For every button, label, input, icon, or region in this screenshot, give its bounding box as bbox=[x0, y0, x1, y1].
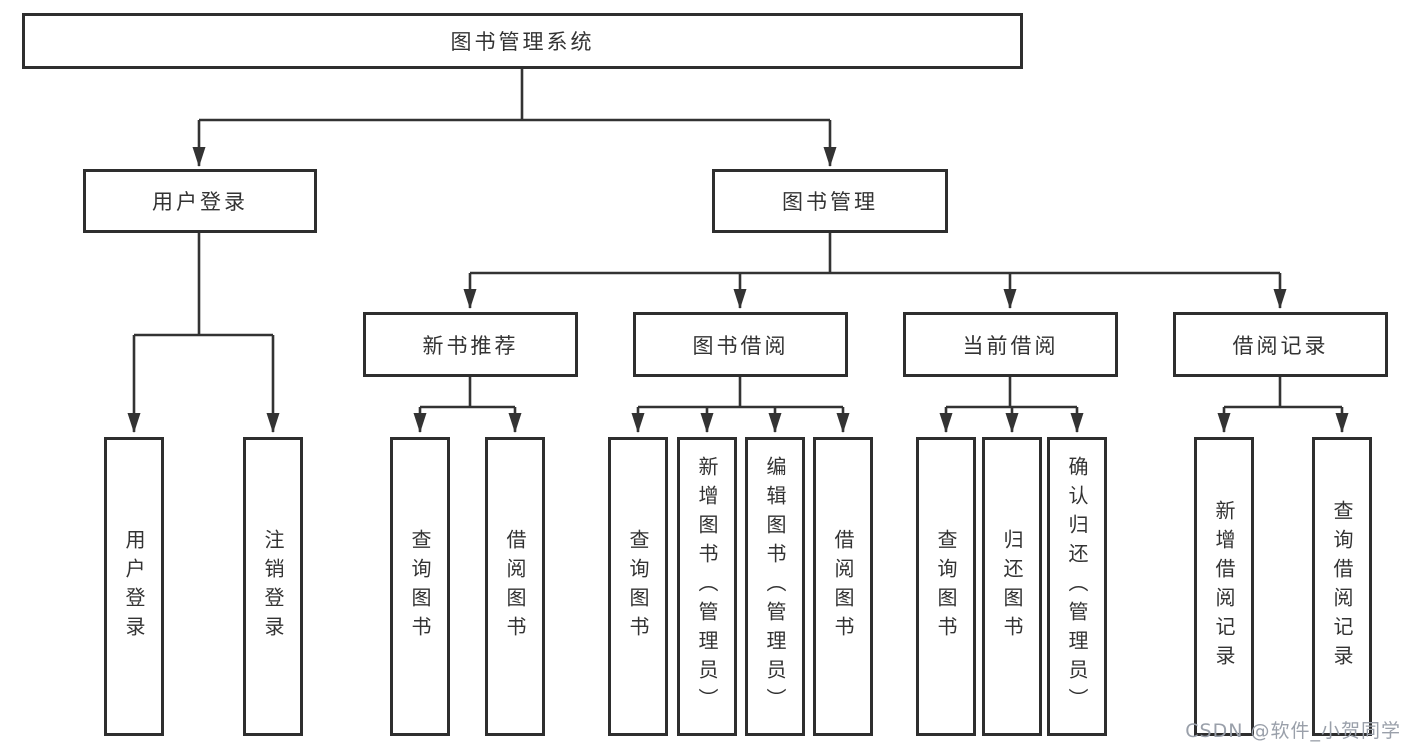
leaf-label: 新增借阅记录 bbox=[1212, 499, 1236, 674]
leaf-add-books-admin: 新增图书（管理员） bbox=[677, 437, 737, 736]
leaf-label: 用户登录 bbox=[122, 528, 146, 645]
leaf-label: 查询图书 bbox=[934, 528, 958, 645]
leaf-add-borrow-record: 新增借阅记录 bbox=[1194, 437, 1254, 736]
leaf-logout: 注销登录 bbox=[243, 437, 303, 736]
leaf-label: 借阅图书 bbox=[831, 528, 855, 645]
leaf-label: 查询图书 bbox=[626, 528, 650, 645]
leaf-label: 新增图书（管理员） bbox=[695, 456, 719, 717]
node-book-borrow: 图书借阅 bbox=[633, 312, 848, 377]
leaf-query-books-borrow: 查询图书 bbox=[608, 437, 668, 736]
leaf-query-books-current: 查询图书 bbox=[916, 437, 976, 736]
node-book-management: 图书管理 bbox=[712, 169, 948, 233]
leaf-label: 归还图书 bbox=[1000, 528, 1024, 645]
leaf-return-books: 归还图书 bbox=[982, 437, 1042, 736]
leaf-borrow-books: 借阅图书 bbox=[813, 437, 873, 736]
leaf-label: 查询借阅记录 bbox=[1330, 499, 1354, 674]
node-borrow-record: 借阅记录 bbox=[1173, 312, 1388, 377]
leaf-user-login: 用户登录 bbox=[104, 437, 164, 736]
node-current-borrow: 当前借阅 bbox=[903, 312, 1118, 377]
leaf-label: 注销登录 bbox=[261, 528, 285, 645]
leaf-query-books-recommend: 查询图书 bbox=[390, 437, 450, 736]
node-user-login: 用户登录 bbox=[83, 169, 317, 233]
leaf-query-borrow-record: 查询借阅记录 bbox=[1312, 437, 1372, 736]
node-new-book-recommend: 新书推荐 bbox=[363, 312, 578, 377]
leaf-label: 编辑图书（管理员） bbox=[763, 456, 787, 717]
leaf-confirm-return-admin: 确认归还（管理员） bbox=[1047, 437, 1107, 736]
leaf-borrow-books-recommend: 借阅图书 bbox=[485, 437, 545, 736]
node-library-management-system: 图书管理系统 bbox=[22, 13, 1023, 69]
leaf-label: 查询图书 bbox=[408, 528, 432, 645]
leaf-label: 确认归还（管理员） bbox=[1065, 456, 1089, 717]
leaf-label: 借阅图书 bbox=[503, 528, 527, 645]
leaf-edit-books-admin: 编辑图书（管理员） bbox=[745, 437, 805, 736]
csdn-watermark: CSDN @软件_小贺同学 bbox=[1185, 720, 1401, 742]
